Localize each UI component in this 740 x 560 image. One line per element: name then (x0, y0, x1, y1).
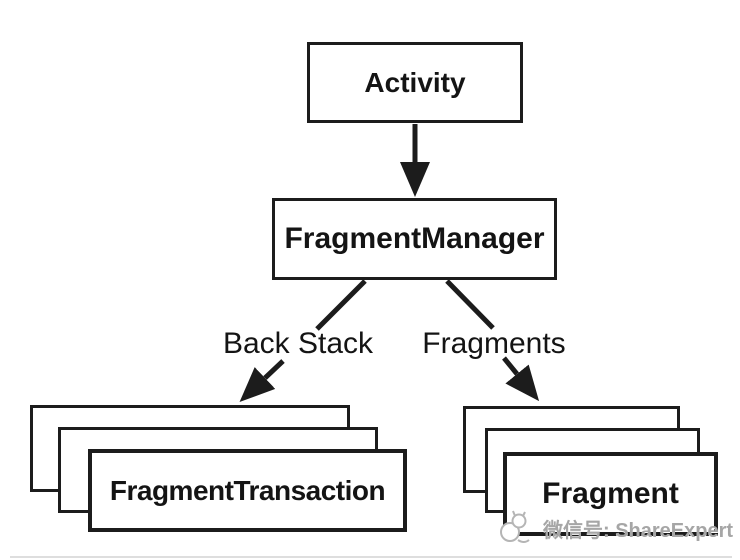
watermark-text: 微信号: ShareExpert (543, 519, 734, 542)
arrow-back-stack-to-fragment-transaction (239, 359, 285, 403)
back-stack-edge-label: Back Stack (222, 327, 374, 360)
image-bottom-rule (10, 556, 732, 558)
line-fragment-manager-to-back-stack-label (315, 279, 367, 331)
fragment-transaction-node: FragmentTransaction (88, 449, 407, 532)
mascot-sketch-icon (500, 510, 530, 543)
fragment-node: Fragment (503, 452, 718, 536)
fragment-manager-node: FragmentManager (272, 198, 557, 280)
watermark: 微信号: ShareExpert (496, 505, 738, 551)
line-fragment-manager-to-fragments-label (445, 279, 495, 330)
activity-node: Activity (307, 42, 523, 123)
fragments-edge-label: Fragments (422, 327, 566, 360)
